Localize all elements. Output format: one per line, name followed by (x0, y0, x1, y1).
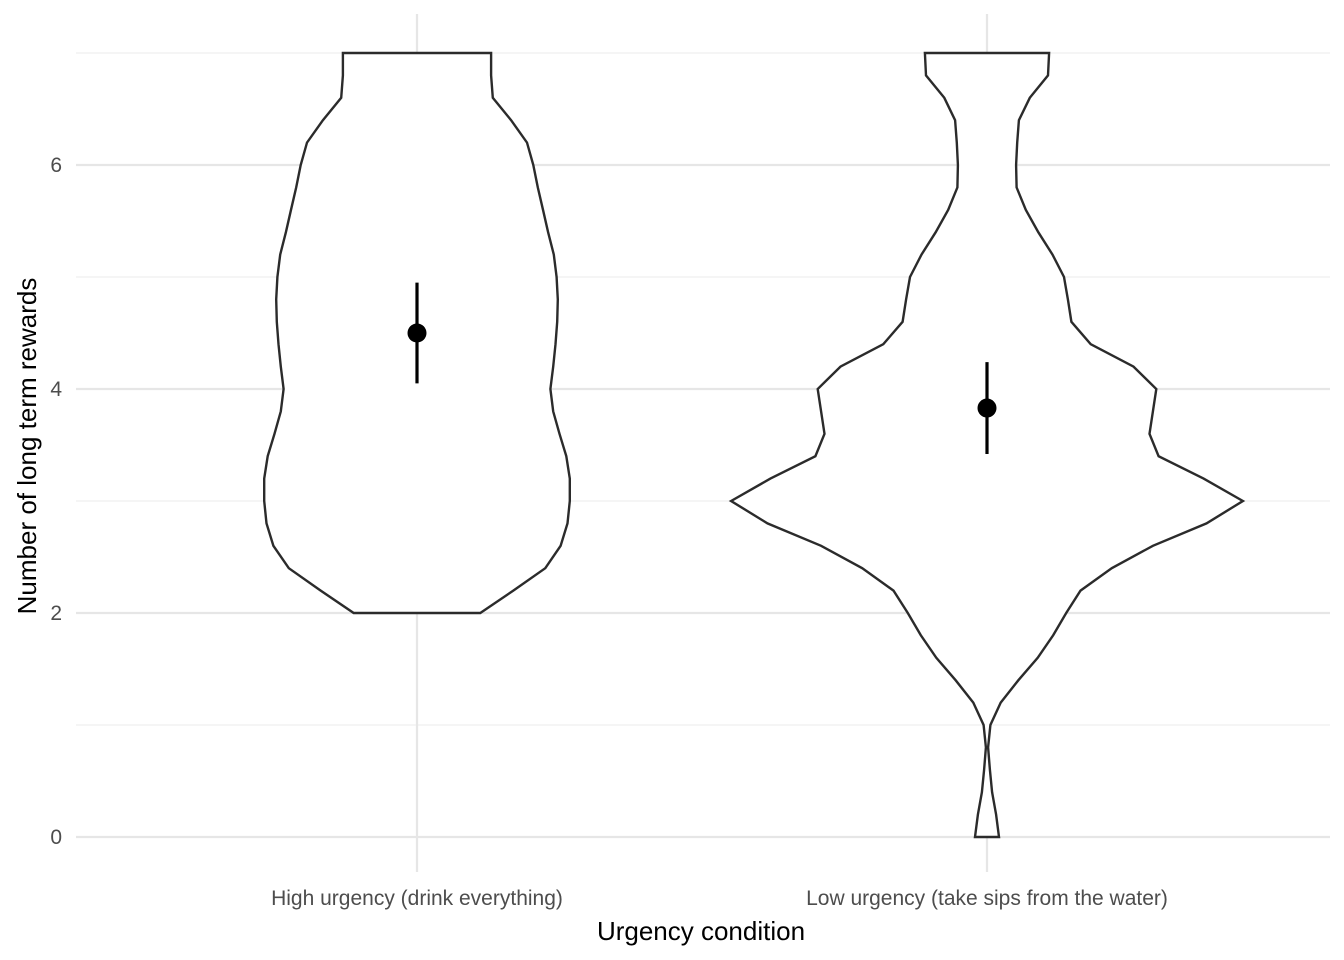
mean-point-2 (977, 398, 997, 418)
x-tick-label-2: Low urgency (take sips from the water) (806, 887, 1168, 910)
y-axis-title: Number of long term rewards (12, 278, 42, 615)
x-tick-label-1: High urgency (drink everything) (271, 887, 563, 910)
y-tick-labels: 0 2 4 6 (50, 154, 62, 849)
violins (263, 51, 1246, 839)
mean-ci-markers (407, 282, 997, 454)
y-tick-label-0: 0 (50, 826, 62, 849)
x-tick-labels: High urgency (drink everything) Low urgen… (271, 887, 1168, 910)
x-axis-title: Urgency condition (597, 916, 805, 946)
y-tick-label-2: 2 (50, 602, 62, 625)
mean-point-1 (407, 323, 427, 343)
y-tick-label-6: 6 (50, 154, 62, 177)
y-tick-label-4: 4 (50, 378, 62, 401)
